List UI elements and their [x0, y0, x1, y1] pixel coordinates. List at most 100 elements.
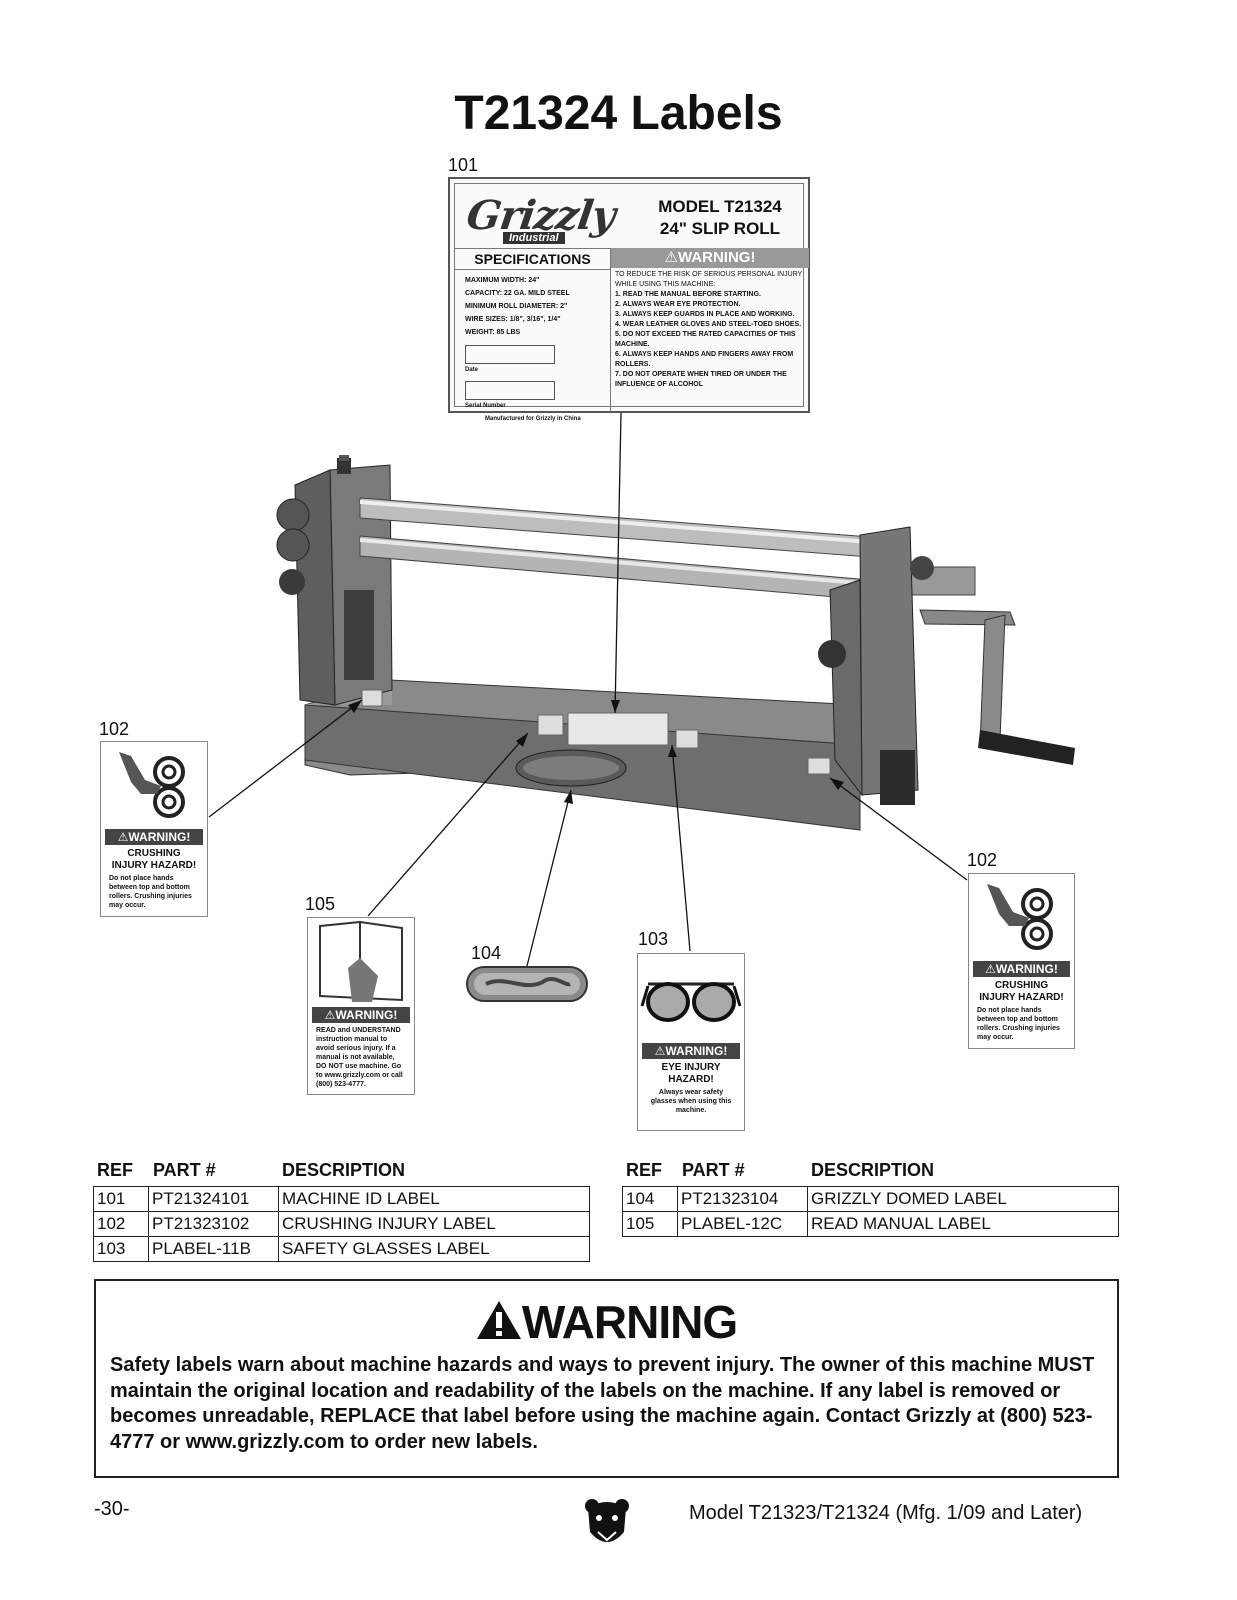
grizzly-domed-label [466, 966, 588, 1002]
made-for-text: Manufactured for Grizzly in China [485, 416, 581, 422]
warning-triangle-icon: ⚠ [985, 962, 996, 976]
header-desc-right: DESCRIPTION [811, 1160, 935, 1180]
warning-box: WARNING Safety labels warn about machine… [94, 1279, 1119, 1478]
callout-103: 103 [638, 929, 669, 949]
card-title-l2: INJURY HAZARD! [979, 992, 1064, 1003]
date-label: Date [465, 367, 479, 373]
card-title-l2: INJURY HAZARD! [111, 860, 197, 871]
card-warning-bar: ⚠WARNING! [642, 1043, 740, 1059]
ref-cell: 101 [93, 1186, 149, 1212]
parts-table-left: 101 PT21324101 MACHINE ID LABEL 102 PT21… [93, 1186, 590, 1262]
date-box [465, 345, 555, 364]
header-part-left: PART # [153, 1160, 216, 1180]
card-text: READ and UNDERSTAND instruction manual t… [316, 1027, 403, 1088]
desc-cell: SAFETY GLASSES LABEL [278, 1236, 590, 1262]
specifications-header: SPECIFICATIONS [455, 248, 610, 270]
warning-intro: TO REDUCE THE RISK OF SERIOUS PERSONAL I… [615, 271, 803, 288]
callout-104: 104 [471, 943, 502, 963]
spec-item: MINIMUM ROLL DIAMETER: 2" [465, 303, 568, 310]
safety-glasses-label: ⚠WARNING! EYE INJURY HAZARD! Always wear… [637, 953, 745, 1131]
manual-book-icon [319, 920, 403, 1002]
warning-item: 3. ALWAYS KEEP GUARDS IN PLACE AND WORKI… [615, 311, 795, 318]
spec-item: WEIGHT: 85 LBS [465, 329, 521, 336]
table-row: 104 PT21323104 GRIZZLY DOMED LABEL [622, 1186, 1119, 1212]
ref-cell: 104 [622, 1186, 678, 1212]
slip-roll-illustration [208, 412, 1075, 967]
header-ref-left: REF [97, 1160, 133, 1180]
warning-triangle-icon: ⚠ [324, 1008, 336, 1022]
warning-text: Safety labels warn about machine hazards… [110, 1354, 1095, 1453]
read-manual-label: ⚠WARNING! READ and UNDERSTAND instructio… [307, 917, 415, 1095]
warning-triangle-icon: ⚠ [654, 1044, 666, 1058]
parts-table-right: 104 PT21323104 GRIZZLY DOMED LABEL 105 P… [622, 1186, 1119, 1237]
callout-102-right: 102 [967, 850, 998, 870]
card-text: Always wear safety glasses when using th… [650, 1089, 732, 1114]
bear-logo-icon [585, 1499, 629, 1542]
desc-cell: MACHINE ID LABEL [278, 1186, 590, 1212]
table-row: 102 PT21323102 CRUSHING INJURY LABEL [93, 1211, 590, 1237]
crushing-label-left: ⚠WARNING! CRUSHING INJURY HAZARD! Do not… [100, 741, 208, 917]
card-title-l1: EYE INJURY [661, 1062, 721, 1073]
safety-glasses-icon [640, 982, 742, 1022]
warning-triangle-icon: ⚠ [664, 249, 678, 266]
ref-cell: 102 [93, 1211, 149, 1237]
card-text: Do not place hands between top and botto… [109, 875, 192, 909]
page-number: -30- [94, 1498, 130, 1520]
ref-cell: 103 [93, 1236, 149, 1262]
callout-102-left: 102 [99, 719, 130, 739]
desc-cell: CRUSHING INJURY LABEL [278, 1211, 590, 1237]
table-row: 101 PT21324101 MACHINE ID LABEL [93, 1186, 590, 1212]
footer-model: Model T21323/T21324 (Mfg. 1/09 and Later… [689, 1502, 1083, 1524]
machine-id-label: Grizzly Industrial MODEL T21324 24" SLIP… [448, 177, 810, 422]
spec-item: WIRE SIZES: 1/8", 3/16", 1/4" [465, 316, 561, 323]
desc-cell: READ MANUAL LABEL [807, 1211, 1119, 1237]
ref-cell: 105 [622, 1211, 678, 1237]
desc-cell: GRIZZLY DOMED LABEL [807, 1186, 1119, 1212]
card-title-l1: CRUSHING [127, 848, 181, 859]
spec-item: MAXIMUM WIDTH: 24" [465, 277, 540, 284]
warning-triangle-icon [476, 1301, 521, 1339]
warning-triangle-icon: ⚠ [117, 830, 129, 844]
card-warning-bar: ⚠WARNING! [973, 961, 1070, 977]
header-desc-left: DESCRIPTION [282, 1160, 406, 1180]
id-warning-header: ⚠WARNING! [611, 248, 809, 268]
callout-101: 101 [448, 155, 479, 175]
model-line-2: 24" SLIP ROLL [659, 219, 781, 238]
warning-item: 6. ALWAYS KEEP HANDS AND FINGERS AWAY FR… [615, 351, 794, 368]
serial-box [465, 381, 555, 400]
warning-item: 1. READ THE MANUAL BEFORE STARTING. [615, 291, 761, 298]
warning-item: 5. DO NOT EXCEED THE RATED CAPACITIES OF… [615, 331, 796, 348]
card-warning-bar: ⚠WARNING! [105, 829, 203, 845]
divider [610, 248, 611, 412]
id-warning-list: TO REDUCE THE RISK OF SERIOUS PERSONAL I… [615, 270, 805, 390]
model-line-1: MODEL T21324 [658, 197, 782, 216]
part-cell: PT21324101 [148, 1186, 279, 1212]
page-title: T21324 Labels [454, 87, 783, 140]
warning-item: 2. ALWAYS WEAR EYE PROTECTION. [615, 301, 741, 308]
warning-item: 7. DO NOT OPERATE WHEN TIRED OR UNDER TH… [615, 371, 787, 388]
model-text: MODEL T21324 24" SLIP ROLL [635, 196, 805, 240]
card-title-l1: CRUSHING [994, 980, 1049, 991]
card-text: Do not place hands between top and botto… [977, 1007, 1060, 1041]
specs-list: MAXIMUM WIDTH: 24" CAPACITY: 22 GA. MILD… [465, 274, 581, 426]
crushing-label-right: ⚠WARNING! CRUSHING INJURY HAZARD! Do not… [968, 873, 1075, 1049]
warning-item: 4. WEAR LEATHER GLOVES AND STEEL-TOED SH… [615, 321, 802, 328]
part-cell: PLABEL-12C [677, 1211, 808, 1237]
hand-rollers-icon [119, 752, 185, 818]
header-ref-right: REF [626, 1160, 662, 1180]
grizzly-logo: Grizzly Industrial [463, 192, 618, 246]
card-warning-bar: ⚠WARNING! [312, 1007, 410, 1023]
table-row: 103 PLABEL-11B SAFETY GLASSES LABEL [93, 1236, 590, 1262]
part-cell: PLABEL-11B [148, 1236, 279, 1262]
serial-label: Serial Number [465, 403, 506, 409]
part-cell: PT21323104 [677, 1186, 808, 1212]
hand-rollers-icon [987, 884, 1053, 950]
spec-item: CAPACITY: 22 GA. MILD STEEL [465, 290, 570, 297]
part-cell: PT21323102 [148, 1211, 279, 1237]
warning-heading: WARNING [96, 1295, 1117, 1349]
logo-subtitle: Industrial [503, 232, 565, 244]
callout-105: 105 [305, 894, 336, 914]
table-row: 105 PLABEL-12C READ MANUAL LABEL [622, 1211, 1119, 1237]
card-title-l2: HAZARD! [668, 1074, 714, 1085]
header-part-right: PART # [682, 1160, 745, 1180]
